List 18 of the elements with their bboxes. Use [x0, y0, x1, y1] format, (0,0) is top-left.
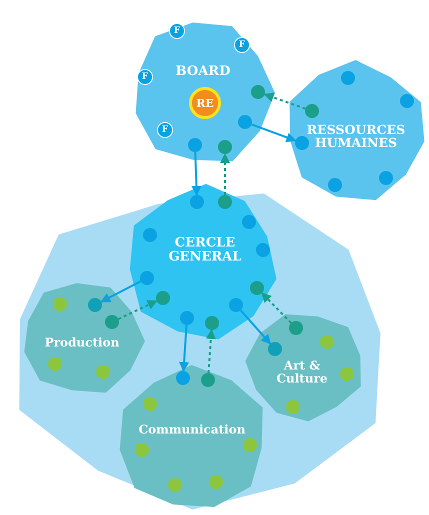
circle-title: BOARD — [176, 65, 230, 79]
member-badge: F — [169, 23, 185, 39]
circle-title: Art & Culture — [275, 359, 329, 385]
circle-title: CERCLE GENERAL — [168, 236, 242, 264]
arrow — [220, 153, 230, 195]
arrow — [240, 310, 272, 344]
arrow — [206, 328, 216, 374]
circle-title: RESSOURCES HUMAINES — [306, 122, 406, 150]
arrow — [261, 292, 292, 324]
circle-title: Production — [44, 336, 120, 350]
arrow — [264, 92, 306, 110]
arrow — [100, 280, 142, 303]
member-badge: F — [137, 69, 153, 85]
circle-title: Communication — [138, 424, 246, 436]
arrow — [191, 152, 202, 196]
arrow — [251, 123, 296, 142]
arrow — [179, 324, 190, 372]
arrow — [118, 300, 158, 320]
